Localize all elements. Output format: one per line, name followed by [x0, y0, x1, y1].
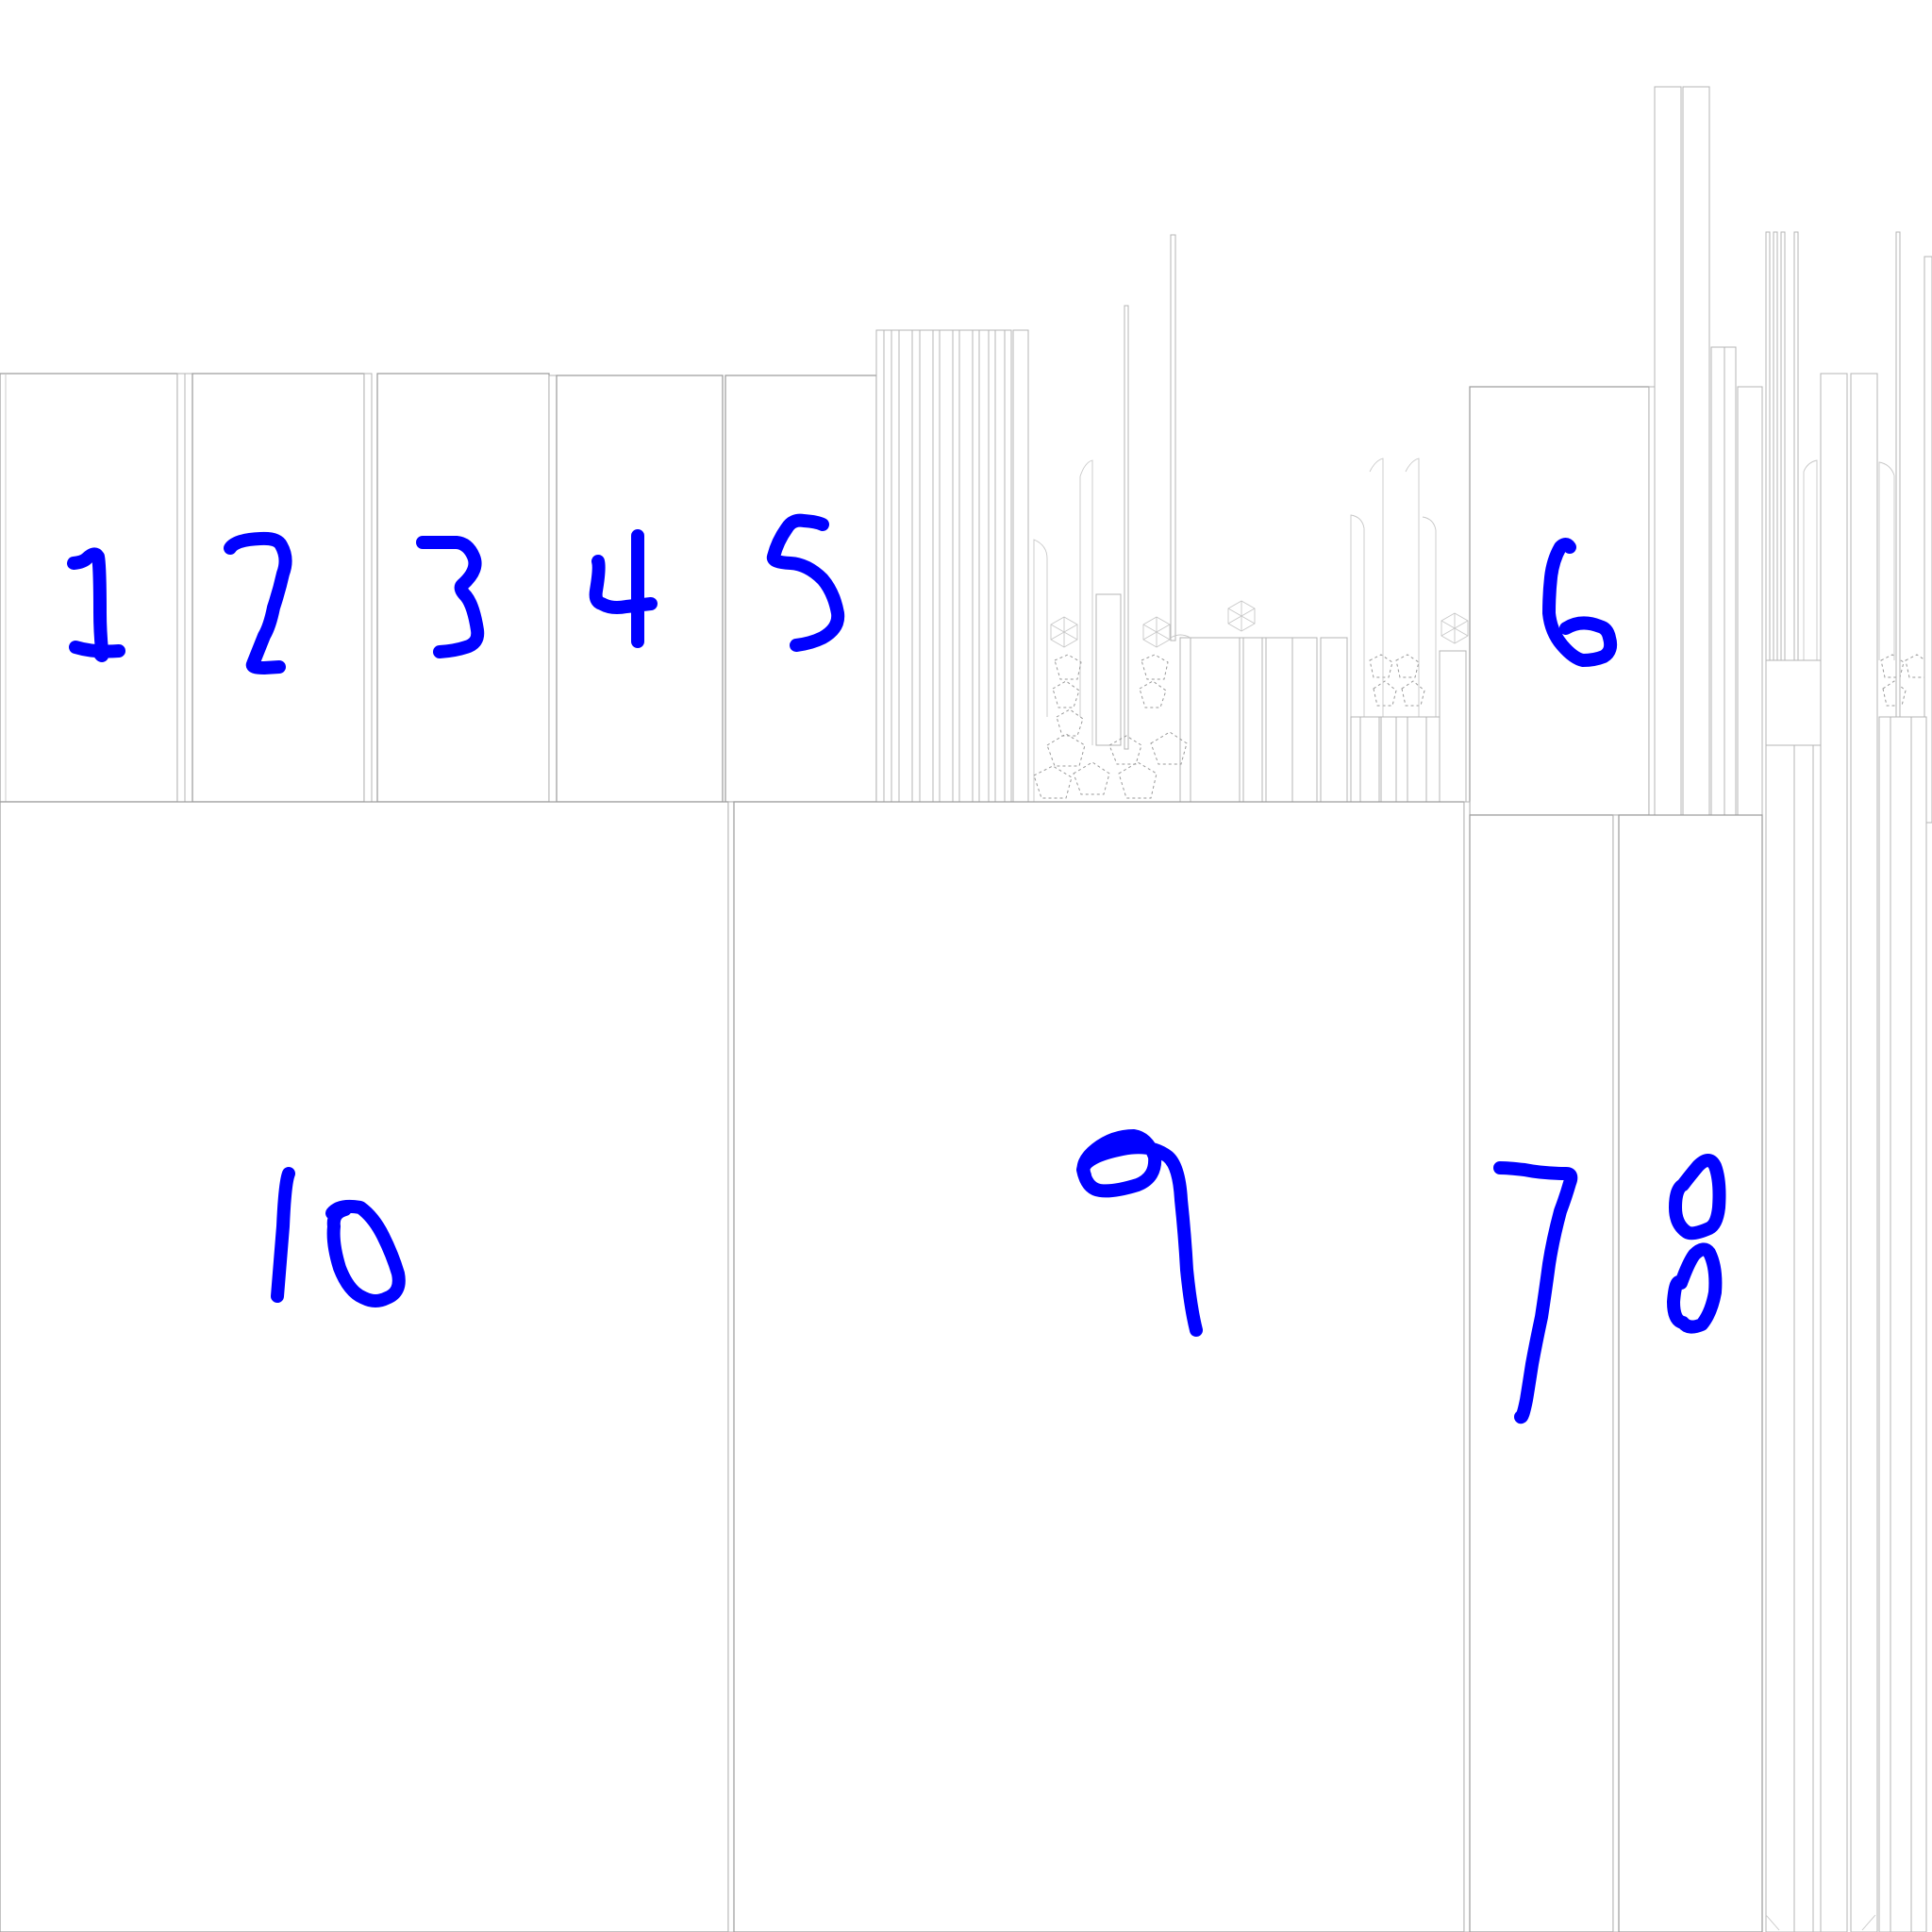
label-2-stroke	[224, 531, 292, 675]
label-10-stroke	[271, 1167, 406, 1307]
label-6-stroke	[1542, 538, 1618, 667]
panel-group-top-left	[0, 373, 877, 803]
panel-7	[1469, 814, 1614, 1932]
panel-8	[1618, 814, 1763, 1932]
panel-5	[724, 375, 877, 803]
strip-group-b	[1654, 86, 1932, 1932]
label-5-stroke	[766, 513, 845, 652]
label-8-stroke	[1667, 1154, 1726, 1334]
label-3-stroke	[416, 536, 485, 658]
panel-6	[1469, 386, 1650, 816]
number-labels: 1 2 3 4 5 6 7 8 9 10	[67, 513, 1726, 1424]
label-4-stroke	[589, 529, 658, 648]
panel-1	[0, 373, 178, 803]
strip-group-a	[875, 329, 1029, 803]
decor-zone	[1033, 234, 1929, 803]
panel-10	[0, 801, 729, 1932]
label-9-stroke	[1076, 1129, 1203, 1337]
label-1-stroke	[67, 547, 125, 662]
label-7-stroke	[1493, 1161, 1578, 1424]
panel-9	[733, 801, 1465, 1932]
